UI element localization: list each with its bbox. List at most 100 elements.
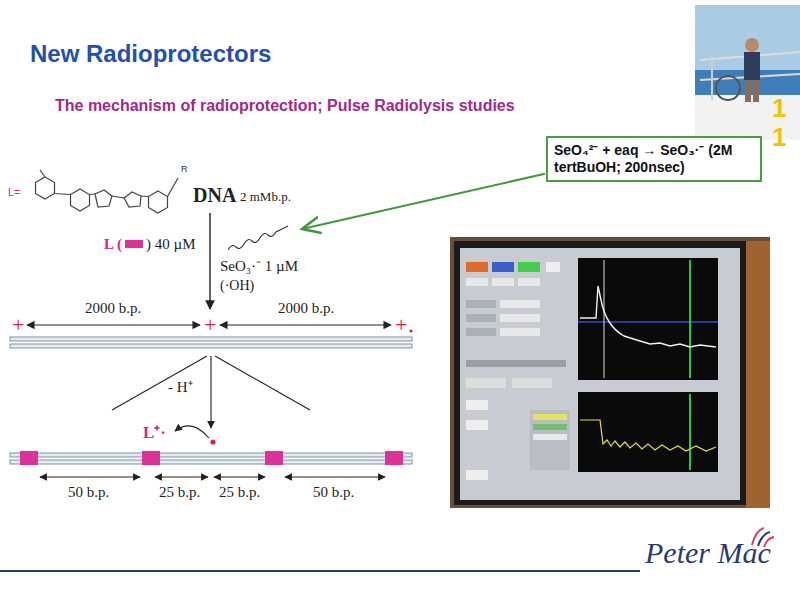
dimension-arrow [220,324,391,325]
dna-duplex [10,337,412,348]
reaction-arrow [210,213,211,309]
molecule-structure [71,189,90,211]
monitor-photo [500,328,540,336]
monitor-photo [460,248,740,500]
monitor-photo [492,262,514,272]
molecule-structure [36,177,55,199]
radiation-squiggle [228,226,288,250]
mechanism-lines [112,356,207,410]
monitor-photo [578,258,718,380]
monitor-photo [689,394,691,470]
monitor-photo [518,262,540,272]
monitor-photo [604,260,605,378]
monitor-photo [466,400,488,410]
length-label: 25 b.p. [219,484,260,501]
monitor-photo [689,260,691,378]
dimension-arrow [40,476,385,477]
radiation-squiggle [228,226,288,250]
dna-duplex [10,453,412,457]
electron-transfer-arrow [175,426,209,438]
radical-cation: + [395,312,407,337]
mechanism-lines [210,356,211,428]
slide-title: New Radioprotectors [30,40,271,68]
radical-cation: + [12,312,24,337]
molecule-structure [168,178,179,197]
monitor-photo [530,410,570,470]
dna-duplex [10,460,412,464]
mechanism-lines [112,356,310,428]
bound-ligand [142,451,160,465]
oxidised-ligand: L⁺· [143,423,166,443]
monitor-photo [466,360,566,367]
length-label: 50 b.p. [313,484,354,501]
bound-ligand [20,451,403,465]
monitor-photo [533,434,567,440]
logo-text: Peter Mac [645,536,771,571]
molecule-structure [95,190,112,207]
dimension-arrow [27,324,200,325]
boat-photo [711,55,713,100]
molecule-structure [55,194,71,195]
molecule-structure [36,170,179,213]
monitor-photo [500,300,540,308]
monitor-photo [580,420,716,451]
radical-cation: + [204,312,216,337]
monitor-photo [518,278,540,286]
monitor-photo [533,414,567,420]
monitor-photo [578,321,718,323]
concentration-label: ) 40 µM [146,236,195,253]
monitor-photo [466,328,496,336]
concentration-label: 2 mMb.p. [240,190,291,205]
bound-ligand [20,451,38,465]
monitor-photo [512,378,552,388]
substituent-label: R [181,164,188,174]
reagent-label: (·OH) [220,278,254,294]
length-label: 25 b.p. [159,484,200,501]
monitor-photo [454,241,746,505]
monitor-photo [578,392,718,472]
bound-ligand [265,451,283,465]
dimension-arrow [155,476,208,477]
dimension-arrow [285,476,385,477]
molecule-structure [141,195,149,197]
boat-photo [753,80,759,102]
length-label: 50 b.p. [68,484,109,501]
dna-duplex [10,344,412,348]
length-label: 2000 b.p. [278,300,334,317]
monitor-photo [466,262,488,272]
monitor-photo [492,278,514,286]
reaction-text: SeO₄²⁻ + eaq → SeO₃·⁻ (2M tertBuOH; 200n… [554,142,754,175]
boat-photo [716,76,740,100]
boat-photo [744,52,760,80]
molecule-structure [90,193,96,195]
mechanism-lines [215,356,310,410]
electron-transfer-arrow [175,426,209,438]
reaction-arrow [209,213,210,309]
monitor-photo [746,241,770,508]
monitor-photo [546,262,560,272]
reagent-label: SeO₃·⁻ 1 µM [220,258,298,275]
molecule-structure [40,170,45,177]
monitor-photo [500,314,540,322]
ligand-label: L ( [104,236,122,253]
monitor-photo [450,237,770,508]
slide-number: 11 [772,94,790,151]
slide-subtitle: The mechanism of radioprotection; Pulse … [55,96,560,117]
ligand-swatch [125,240,143,248]
boat-photo [745,38,759,52]
monitor-photo [466,314,496,322]
boat-photo [745,80,751,102]
leader-arrow [302,174,545,229]
monitor-photo [466,470,488,480]
monitor-photo [466,278,488,286]
molecule-structure [124,192,141,207]
monitor-photo [580,286,716,347]
reaction-callout: SeO₄²⁻ + eaq → SeO₃·⁻ (2M tertBuOH; 200n… [546,136,762,182]
length-label: 2000 b.p. [85,300,141,317]
dna-duplex [10,337,412,341]
monitor-photo [450,237,770,508]
radical-dot [210,439,215,444]
monitor-photo [466,300,496,308]
monitor-photo [466,378,506,388]
monitor-photo [466,420,488,430]
